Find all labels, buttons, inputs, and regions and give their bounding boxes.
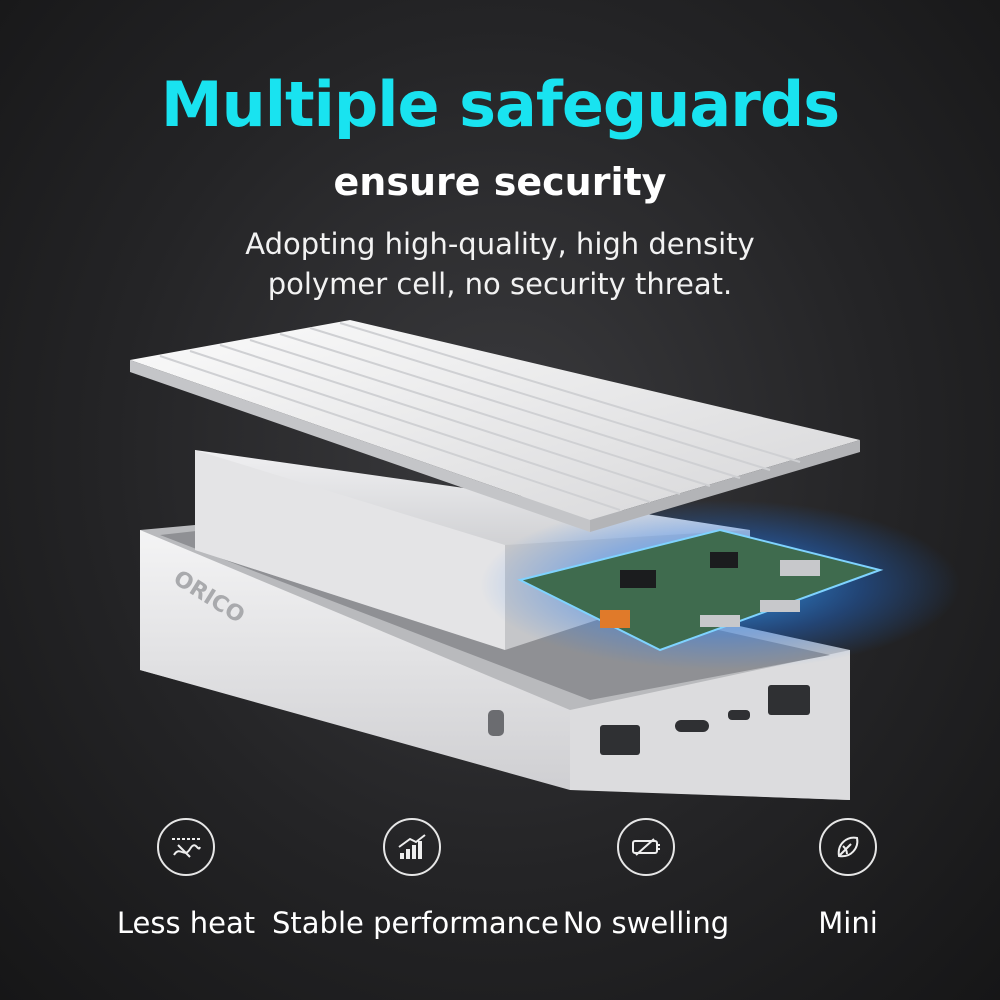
low-heat-icon (157, 818, 215, 876)
feature-stable-performance: Stable performance (272, 818, 559, 940)
usb-port-right (768, 685, 810, 715)
description-line-2: polymer cell, no security threat. (267, 267, 733, 301)
description: Adopting high-quality, high density poly… (0, 224, 1000, 304)
circuit-board (480, 500, 960, 670)
feature-label: Mini (818, 906, 878, 940)
description-line-1: Adopting high-quality, high density (245, 227, 755, 261)
side-button (488, 710, 504, 736)
headline: Multiple safeguards (160, 68, 840, 141)
feature-mini: Mini (708, 818, 988, 940)
usb-port-left (600, 725, 640, 755)
feature-less-heat: Less heat (46, 818, 326, 940)
type-c-port (675, 720, 709, 732)
subheadline: ensure security (333, 160, 667, 204)
micro-usb-port (728, 710, 750, 720)
power-bank-illustration: ORICO (130, 320, 960, 800)
feature-label: Less heat (116, 906, 256, 940)
no-swelling-icon (617, 818, 675, 876)
feature-label: Stable performance (272, 906, 559, 940)
top-lid (130, 320, 860, 532)
leaf-icon (819, 818, 877, 876)
feature-label: No swelling (562, 906, 730, 940)
feature-no-swelling: No swelling (506, 818, 786, 940)
rising-bars-icon (383, 818, 441, 876)
